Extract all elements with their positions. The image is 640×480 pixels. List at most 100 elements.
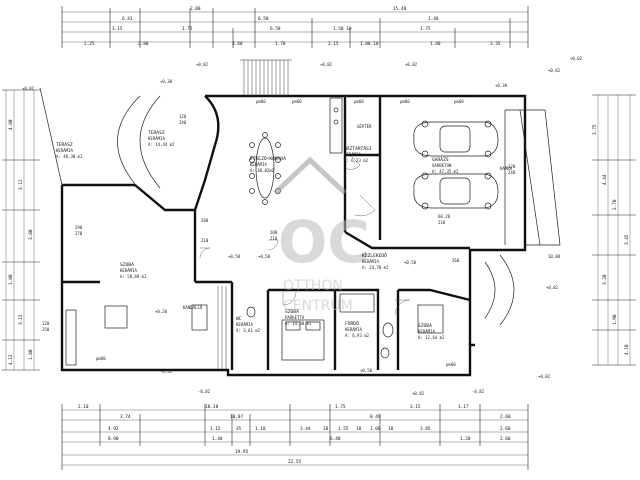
opening-7: 120 <box>508 164 516 169</box>
dim-bottom-1-b: 18.38 <box>205 404 219 410</box>
garage-ramp <box>504 109 561 246</box>
dim-bottom-3-i: 1.00 <box>370 426 381 432</box>
dim-right-f: 1.90 <box>612 314 618 325</box>
room-floor: KERÁMIA <box>250 162 267 167</box>
dim-bottom-3-j: 10 <box>388 426 394 432</box>
dim-bottom-3-g: 1.55 <box>338 426 349 432</box>
level-1: +0,30 <box>160 79 173 84</box>
opening-1: 290 <box>75 225 83 230</box>
room-area: A: 24,70 m2 <box>362 265 389 270</box>
dim-right-e: 3.20 <box>602 274 608 285</box>
level-14: +0,82 <box>412 391 425 396</box>
room-floor: KERÁMIA <box>236 322 253 327</box>
level-13: +0,82 <box>538 374 551 379</box>
living-furniture <box>65 304 208 366</box>
dim-top-4-e: 2.15 <box>328 41 339 47</box>
dim-left-d: 1.80 <box>8 274 14 285</box>
dim-bottom-4-b: 1.40 <box>212 436 223 442</box>
room-area: A: 14,38 m2 <box>285 321 312 326</box>
room-floor: PARKETTA <box>285 315 305 320</box>
room-terasz-left: TERASZ KERÁMIA A: 48,38 m2 <box>56 142 83 159</box>
dim-bottom-5-b: 22.55 <box>288 459 302 465</box>
level-9: -0,32 <box>160 369 173 374</box>
window-tag-2: pm60 <box>292 99 302 104</box>
dim-top-4-h: 3.35 <box>490 41 501 47</box>
room-name: SZOBA <box>285 309 299 315</box>
room-floor: KERÁMIA <box>345 327 362 332</box>
room-szoba-right: SZOBA KERÁMIA A: 12,64 m2 <box>418 323 445 340</box>
room-area: A: 6,23 m2 <box>344 158 369 163</box>
dim-bottom-1-a: 2.10 <box>78 404 89 410</box>
opening-3b: 210 <box>270 236 278 241</box>
dim-bottom-3-f: 10 <box>323 426 329 432</box>
room-area: A: 47,35 m2 <box>432 169 459 174</box>
room-wc: WC KERÁMIA A: 3,61 m2 <box>236 316 261 333</box>
room-floor: VAKBETON <box>432 163 452 168</box>
opening-8b: 210 <box>438 220 446 225</box>
dim-left-f: 1.80 <box>28 349 34 360</box>
level-4: +0,82 <box>405 62 418 67</box>
opening-2b: 210 <box>201 238 209 243</box>
dim-bottom-4-a: 8.90 <box>108 436 119 442</box>
opening-3: 200 <box>270 230 278 235</box>
window-tag-4: pm60 <box>400 99 410 104</box>
room-area: A: 3,61 m2 <box>236 328 261 333</box>
level-15: -0,82 <box>472 389 485 394</box>
window-markers <box>95 95 472 376</box>
level-10: -0,82 <box>198 389 211 394</box>
opening-5b: 250 <box>42 327 50 332</box>
dim-bottom-2-d: 2.60 <box>500 414 511 420</box>
room-area: A: 48,38 m2 <box>56 154 83 159</box>
dim-left-g: 4.12 <box>8 354 14 365</box>
room-name: KÖZLEKEDŐ <box>362 252 387 259</box>
top-dimension-chains <box>61 6 529 48</box>
dim-top-4-d: 1.78 <box>275 41 286 47</box>
opening-4: 260 <box>452 258 460 263</box>
bottom-dimension-chains <box>61 404 529 470</box>
room-floor: KERÁMIA <box>56 148 73 153</box>
dim-bottom-3-h: 10 <box>356 426 362 432</box>
room-haztartasi: HÁZTARTÁSI KERÁMIA A: 6,23 m2 <box>344 145 372 163</box>
bedroom-furniture <box>281 304 444 361</box>
room-name: ÉTKEZŐ+KONYHA <box>250 154 286 162</box>
window-tag-7: pm60 <box>446 362 456 367</box>
room-floor: KERÁMIA <box>362 259 379 264</box>
room-area: A: 58,69 m2 <box>120 274 147 279</box>
level-17: 10,00 <box>548 254 561 259</box>
dim-left-e: 3.15 <box>18 314 24 325</box>
dim-left-a: 4.80 <box>8 119 14 130</box>
level-18: +0,82 <box>570 56 583 61</box>
level-7: +0,20 <box>155 309 168 314</box>
dim-bottom-2-c: 8.49 <box>370 414 381 420</box>
room-name: TERASZ <box>56 142 73 148</box>
room-kozlekedo: KÖZLEKEDŐ KERÁMIA A: 24,70 m2 <box>362 252 389 270</box>
dim-top-3-a: 3.15 <box>112 26 123 32</box>
dim-top-4-f: 1.80 10 <box>360 41 379 47</box>
room-etkezo: ÉTKEZŐ+KONYHA KERÁMIA A: 30,02m2 <box>250 154 286 173</box>
opening-5: 120 <box>42 321 50 326</box>
opening-1b: 270 <box>75 231 83 236</box>
dim-right-g: 4.10 <box>624 344 630 355</box>
dim-bottom-3-l: 2.60 <box>500 426 511 432</box>
dim-top-3-e: 1.75 <box>420 26 431 32</box>
dim-top-4-c: 3.40 <box>232 41 243 47</box>
room-area: A: 14,44 m2 <box>148 142 175 147</box>
level-8: +0,50 <box>404 260 417 265</box>
dim-top-4-a: 2.25 <box>84 41 95 47</box>
dim-bottom-1-c: 1.75 <box>335 404 346 410</box>
room-floor: KERÁMIA <box>344 152 361 157</box>
dim-top-1-a: 2.80 <box>190 6 201 12</box>
level-2: +0,82 <box>196 62 209 67</box>
level-3: +0,82 <box>320 62 333 67</box>
room-szoba-big: SZOBA KERÁMIA A: 58,69 m2 <box>120 262 147 279</box>
room-name: WC <box>236 316 242 322</box>
room-floor: KERÁMIA <box>120 268 137 273</box>
room-floor: KERÁMIA <box>418 329 435 334</box>
dim-left-c: 3.80 <box>28 229 34 240</box>
level-6: +0,30 <box>495 83 508 88</box>
dim-bottom-4-d: 1.20 <box>460 436 471 442</box>
watermark-line1: OTTHON <box>283 278 343 294</box>
car-bottom <box>413 172 499 210</box>
room-name: SZOBA <box>120 262 134 268</box>
